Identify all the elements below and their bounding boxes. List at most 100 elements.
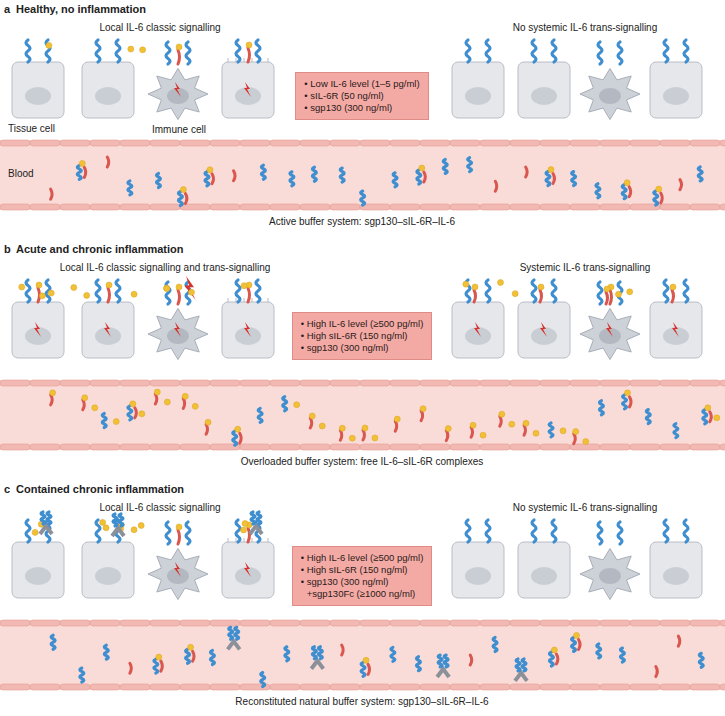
il6-molecule bbox=[463, 281, 469, 287]
endothelium bbox=[660, 380, 690, 386]
gp130-receptor bbox=[698, 167, 702, 181]
vessel-label: Blood bbox=[6, 168, 36, 180]
blood-vessel bbox=[0, 140, 725, 210]
endothelium bbox=[60, 140, 90, 146]
gp130-receptor bbox=[186, 42, 190, 64]
info-line: +sgp130Fc (≥1000 ng/ml) bbox=[301, 588, 424, 600]
info-box: • High IL-6 level (≥500 pg/ml)• High sIL… bbox=[292, 312, 433, 360]
info-line: • sgp130 (300 ng/ml) bbox=[301, 576, 424, 588]
il6-molecule bbox=[32, 529, 38, 535]
gp130-receptor bbox=[128, 181, 132, 195]
il6-molecule bbox=[604, 286, 610, 292]
nucleus bbox=[167, 568, 189, 584]
gp130-receptor bbox=[486, 40, 490, 62]
il6r-receptor bbox=[155, 394, 157, 404]
gp130-receptor bbox=[684, 280, 688, 302]
il6-molecule bbox=[139, 411, 145, 417]
microvilli bbox=[244, 298, 245, 302]
info-line: • High sIL-6R (150 ng/ml) bbox=[301, 330, 424, 342]
il6-molecule bbox=[714, 415, 720, 421]
endothelium bbox=[210, 380, 240, 386]
il6r-receptor bbox=[363, 430, 365, 440]
il6r-receptor bbox=[206, 424, 208, 434]
endothelium bbox=[690, 684, 720, 690]
il6r-receptor bbox=[556, 654, 558, 664]
nucleus bbox=[531, 327, 557, 345]
il6-molecule bbox=[551, 647, 557, 653]
il6-molecule bbox=[176, 44, 182, 50]
gp130-receptor bbox=[104, 645, 108, 659]
il6-molecule bbox=[242, 520, 248, 526]
il6-molecule bbox=[309, 413, 315, 419]
il6r-receptor bbox=[178, 530, 180, 544]
endothelium bbox=[60, 684, 90, 690]
il6-molecule bbox=[533, 430, 539, 436]
info-line: • High IL-6 level (≥500 pg/ml) bbox=[301, 318, 424, 330]
sgp130fc-fc bbox=[515, 673, 527, 681]
gp130-receptor bbox=[597, 644, 601, 658]
endothelium bbox=[150, 444, 180, 450]
endothelium bbox=[720, 684, 725, 690]
endothelium bbox=[120, 684, 150, 690]
il6-molecule bbox=[538, 284, 544, 290]
il6r-receptor bbox=[84, 167, 86, 177]
endothelium bbox=[720, 444, 725, 450]
endothelium bbox=[450, 140, 480, 146]
il6-molecule bbox=[574, 632, 580, 638]
endothelium bbox=[300, 684, 330, 690]
il6-molecule bbox=[128, 46, 134, 52]
il6r-receptor bbox=[342, 645, 344, 655]
immune-cell bbox=[580, 309, 640, 360]
gp130-receptor bbox=[340, 168, 344, 182]
gp130-receptor bbox=[546, 172, 550, 186]
inflammation-bolt bbox=[174, 82, 181, 97]
gp130-receptor bbox=[113, 514, 117, 526]
tissue-cell bbox=[12, 302, 64, 358]
il6-molecule bbox=[140, 47, 146, 53]
inflammation-bolt bbox=[184, 276, 195, 300]
tissue-cell bbox=[82, 302, 134, 358]
il6r-receptor bbox=[446, 431, 448, 441]
inflammation-bolt bbox=[174, 322, 181, 337]
il6-molecule bbox=[188, 289, 194, 295]
gp130-receptor bbox=[552, 520, 556, 542]
gp130-receptor bbox=[468, 158, 472, 172]
nucleus bbox=[25, 87, 51, 105]
endothelium bbox=[90, 380, 120, 386]
section-heading: Local IL-6 classic signalling bbox=[99, 22, 220, 34]
endothelium bbox=[600, 684, 630, 690]
endothelium bbox=[90, 204, 120, 210]
il6-molecule bbox=[39, 293, 45, 299]
section-heading: Systemic IL-6 trans-signalling bbox=[520, 262, 651, 274]
endothelium bbox=[30, 444, 60, 450]
il6-molecule bbox=[176, 284, 182, 290]
il6r-receptor bbox=[526, 167, 528, 177]
il6r-receptor bbox=[672, 290, 674, 302]
section-heading: No systemic IL-6 trans-signalling bbox=[513, 502, 658, 514]
il6-molecule bbox=[131, 527, 137, 533]
inflammation-bolt bbox=[672, 322, 679, 337]
il6-molecule bbox=[583, 439, 589, 445]
gp130-receptor bbox=[312, 167, 316, 181]
nucleus bbox=[25, 567, 51, 585]
gp130-receptor bbox=[166, 42, 170, 64]
gp130-receptor bbox=[599, 401, 603, 415]
endothelium bbox=[600, 140, 630, 146]
endothelium bbox=[390, 684, 420, 690]
endothelium bbox=[210, 204, 240, 210]
il6r-receptor bbox=[340, 430, 342, 440]
il6r-receptor bbox=[470, 655, 472, 665]
tissue-cell bbox=[650, 62, 702, 118]
gp130-receptor bbox=[128, 406, 132, 420]
il6-molecule bbox=[103, 525, 109, 531]
endothelium bbox=[120, 444, 150, 450]
gp130-receptor bbox=[26, 280, 30, 302]
gp130-receptor bbox=[664, 40, 668, 62]
endothelium bbox=[600, 380, 630, 386]
endothelium bbox=[630, 380, 660, 386]
il6-molecule bbox=[615, 291, 621, 297]
nucleus bbox=[167, 328, 189, 344]
il6r-receptor bbox=[368, 664, 370, 674]
gp130-receptor bbox=[318, 647, 322, 659]
gp130-receptor bbox=[596, 184, 600, 198]
